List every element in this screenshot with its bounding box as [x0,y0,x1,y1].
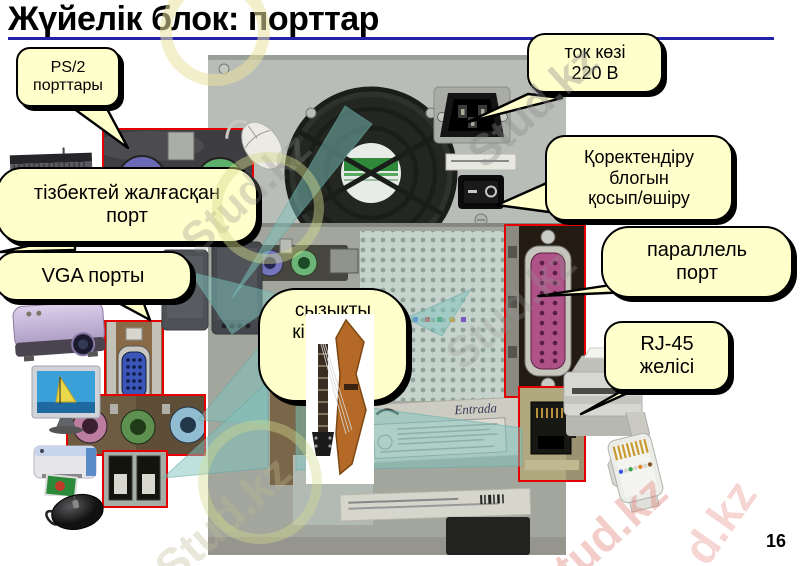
power-switch [458,175,504,227]
watermark-text: d.kz [672,470,767,566]
brand-label: Entrada [365,395,532,464]
parallel-port-zoom-image [504,224,586,398]
svg-text:Entrada: Entrada [453,400,498,417]
callout-vga-port: VGA порты [0,251,192,301]
callout-parallel-port: параллель порт [601,226,793,298]
black-mouse-image [44,484,110,536]
callout-power-source: ток көзі 220 В [527,33,663,93]
callout-serial-port: тізбектей жалғасқан порт [0,167,258,243]
rj45-connector-image [590,403,682,528]
monitor-image [30,364,106,436]
callout-psu-switch: Қоректендіру блогын қосып/өшіру [545,135,733,221]
guitar-image [306,314,374,484]
projector-image [8,284,108,374]
ps2-ports-on-photo [250,238,359,281]
callout-rj45: RJ-45 желісі [604,321,730,391]
callout-ps2-ports: PS/2 порттары [16,47,120,107]
title-underline [8,37,774,40]
page-title: Жүйелік блок: порттар [8,0,379,38]
usb-ports-zoom-image [102,450,168,508]
power-socket [433,86,511,144]
serial-number-label [339,487,532,522]
inkjet-printer-image [30,434,100,499]
page-number: 16 [765,531,786,551]
